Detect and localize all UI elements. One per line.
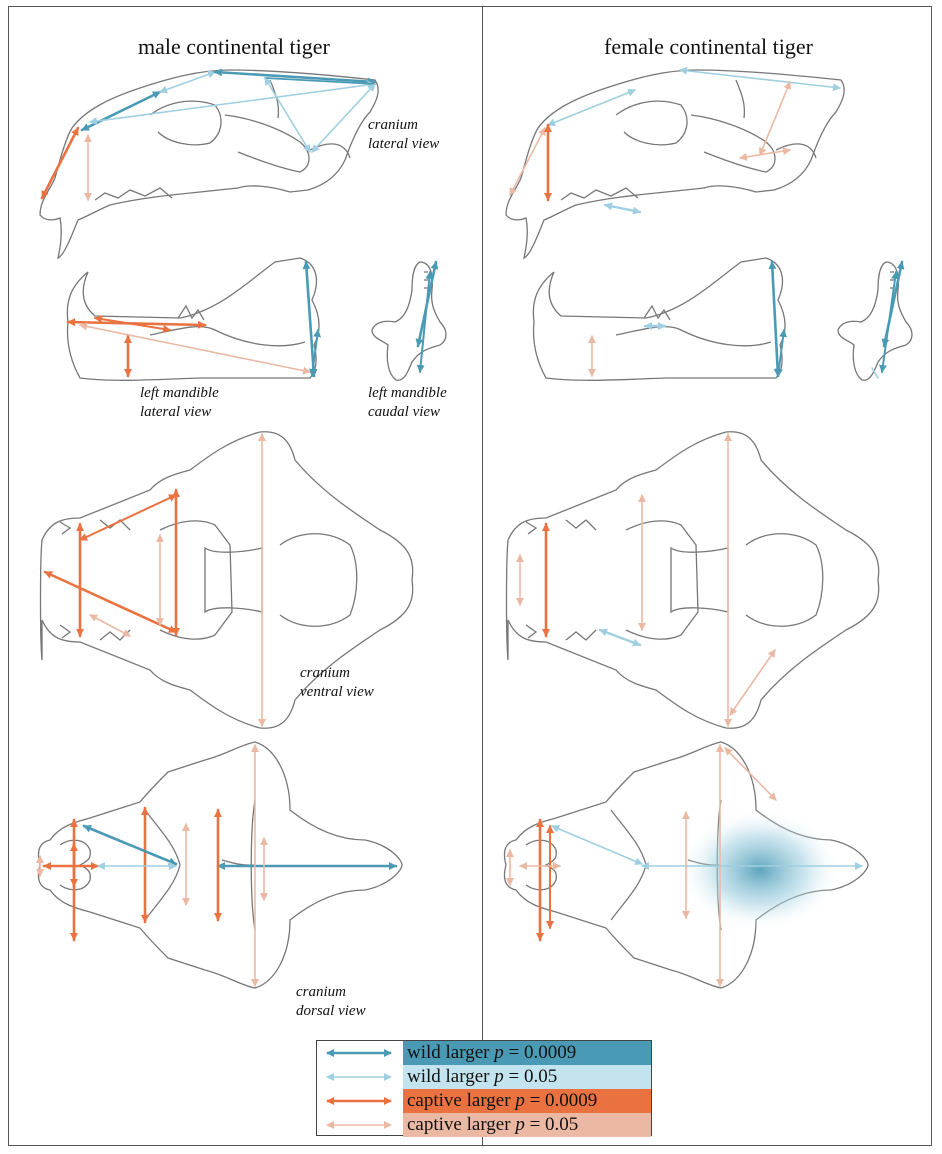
label-text: left mandible <box>368 384 447 403</box>
label-text: left mandible <box>140 384 219 403</box>
label-text: cranium <box>296 983 366 1002</box>
legend-arrow-icon <box>317 1113 401 1137</box>
label-text: dorsal view <box>296 1002 366 1021</box>
label-text: cranium <box>368 116 439 135</box>
legend-label: wild larger p = 0.05 <box>403 1065 651 1089</box>
label-cranium-dorsal: cranium dorsal view <box>296 983 366 1021</box>
legend-row-wild-strong: wild larger p = 0.0009 <box>317 1041 653 1065</box>
label-text: caudal view <box>368 403 447 422</box>
female-mandible-lateral <box>533 258 785 380</box>
label-cranium-lateral: cranium lateral view <box>368 116 439 154</box>
label-mandible-caudal: left mandible caudal view <box>368 384 447 422</box>
legend-arrow-icon <box>317 1089 401 1113</box>
legend-label: captive larger p = 0.05 <box>403 1113 651 1137</box>
label-mandible-lateral: left mandible lateral view <box>140 384 219 422</box>
label-text: cranium <box>300 664 374 683</box>
female-cranium-lateral <box>506 70 844 258</box>
male-skull-outlines <box>38 70 446 988</box>
legend-arrow-icon <box>317 1041 401 1065</box>
legend-row-wild-weak: wild larger p = 0.05 <box>317 1065 653 1089</box>
legend-row-captive-weak: captive larger p = 0.05 <box>317 1113 653 1137</box>
female-cranium-ventral <box>507 432 879 729</box>
male-cranium-lateral <box>40 70 378 258</box>
label-cranium-ventral: cranium ventral view <box>300 664 374 702</box>
legend-label: wild larger p = 0.0009 <box>403 1041 651 1065</box>
male-mandible-caudal <box>372 262 446 380</box>
female-mandible-caudal <box>838 262 912 380</box>
legend-arrow-icon <box>317 1065 401 1089</box>
label-text: ventral view <box>300 683 374 702</box>
legend-row-captive-strong: captive larger p = 0.0009 <box>317 1089 653 1113</box>
female-dorsal-highlight <box>678 808 842 932</box>
legend-label: captive larger p = 0.0009 <box>403 1089 651 1113</box>
male-measurement-arrows <box>40 72 436 986</box>
label-text: lateral view <box>368 135 439 154</box>
legend: wild larger p = 0.0009 wild larger p = 0… <box>316 1040 652 1136</box>
label-text: lateral view <box>140 403 219 422</box>
